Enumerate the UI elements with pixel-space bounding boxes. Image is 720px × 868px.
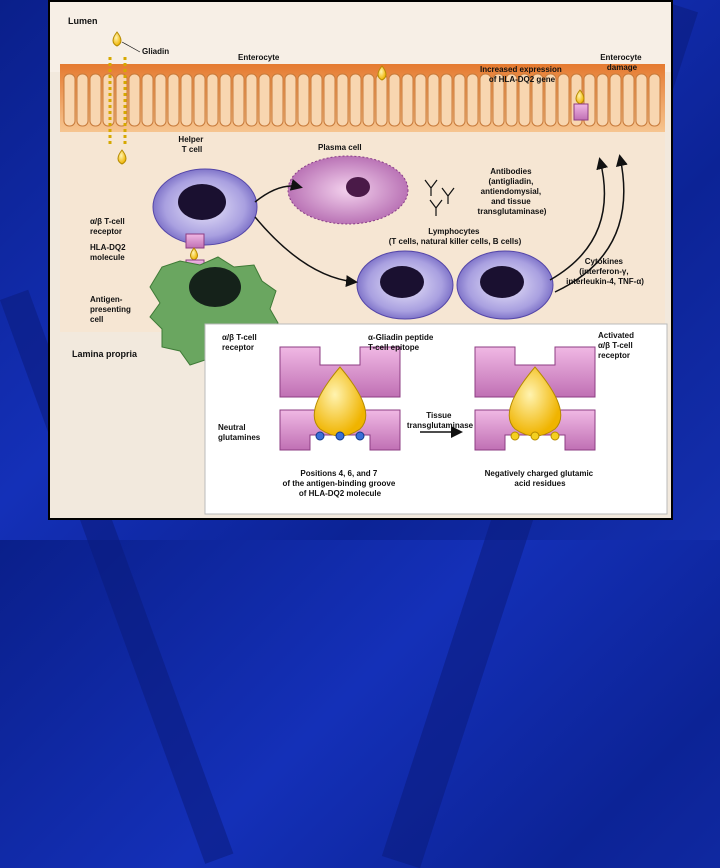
apc-label: Antigen- presenting cell [90, 295, 133, 324]
enterocyte-cell [596, 73, 609, 127]
lymphocyte-nucleus [380, 266, 424, 298]
enterocyte-cell [154, 73, 167, 127]
helper-t-cell-nucleus [178, 184, 226, 220]
leader-line [121, 41, 141, 53]
lamina-propria-label: Lamina propria [72, 349, 138, 359]
enterocyte-cell [466, 73, 479, 127]
enterocyte-cell [271, 73, 284, 127]
lumen-label: Lumen [68, 16, 98, 26]
enterocyte-cell [544, 73, 557, 127]
enterocyte-cell [167, 73, 180, 127]
enterocyte-cell [388, 73, 401, 127]
tcell-receptor-shape [185, 233, 205, 249]
enterocyte-damage-label: Enterocyte damage [600, 53, 644, 72]
enterocyte-cell [427, 73, 440, 127]
glutamic-acid-dots [510, 431, 560, 441]
lymphocytes-label: Lymphocytes (T cells, natural killer cel… [389, 227, 522, 246]
activated-receptor-label: Activated α/β T-cell receptor [598, 331, 636, 360]
negative-glutamic-label: Negatively charged glutamic acid residue… [485, 469, 596, 488]
gliadin-drop-icon [377, 65, 387, 81]
enterocyte-cell [245, 73, 258, 127]
plasma-cell-label: Plasma cell [318, 143, 362, 152]
antibody-icon [424, 179, 455, 216]
positions-label: Positions 4, 6, and 7 of the antigen-bin… [282, 469, 397, 498]
tcell-receptor-label: α/β T-cell receptor [90, 217, 127, 236]
enterocyte-cell [141, 73, 154, 127]
enterocyte-label: Enterocyte [238, 53, 280, 62]
enterocyte-cell [414, 73, 427, 127]
diagram-canvas: Lumen Gliadin Enterocyte Increased expre… [50, 2, 671, 515]
enterocyte-cell [323, 73, 336, 127]
neutral-glutamines-label: Neutral glutamines [218, 423, 261, 442]
enterocyte-cell [63, 73, 76, 127]
gliadin-label: Gliadin [142, 47, 169, 56]
gliadin-peptide-label: α-Gliadin peptide T-cell epitope [368, 333, 436, 352]
enterocyte-cell [479, 73, 492, 127]
lymphocyte-nucleus [480, 266, 524, 298]
enterocyte-cell [206, 73, 219, 127]
enterocyte-cell [609, 73, 622, 127]
enterocyte-cell [518, 73, 531, 127]
arrow-to-enterocyte [549, 157, 609, 281]
hla-receptor-enterocyte [573, 103, 589, 121]
enterocyte-cell [622, 73, 635, 127]
enterocyte-cell [401, 73, 414, 127]
apc-nucleus [189, 267, 241, 307]
enterocyte-cell [557, 73, 570, 127]
enterocyte-cell [648, 73, 661, 127]
plasma-cell-nucleus [346, 177, 370, 197]
gliadin-drop-icon [112, 31, 122, 47]
arrow-to-lymphocytes [254, 216, 358, 288]
antibodies-label: Antibodies (antigliadin, antiendomysial,… [478, 167, 547, 216]
tissue-tg-label: Tissue transglutaminase [407, 411, 474, 430]
helper-t-label: Helper T cell [178, 135, 205, 154]
enterocyte-cell [440, 73, 453, 127]
lumen-region [50, 2, 671, 72]
enterocyte-cell [310, 73, 323, 127]
enterocyte-cell [531, 73, 544, 127]
enterocyte-cell [453, 73, 466, 127]
enterocyte-cell [505, 73, 518, 127]
enterocyte-cell [128, 73, 141, 127]
gliadin-drop-icon [117, 149, 127, 165]
enterocyte-cell [232, 73, 245, 127]
enterocyte-cell [219, 73, 232, 127]
enterocyte-cell [258, 73, 271, 127]
arrow-to-enterocyte [554, 154, 628, 293]
hla-molecule-label: HLA-DQ2 molecule [90, 243, 128, 262]
enterocyte-cell [76, 73, 89, 127]
enterocyte-cell [635, 73, 648, 127]
enterocyte-cell [89, 73, 102, 127]
enterocyte-cell [336, 73, 349, 127]
enterocyte-cell [180, 73, 193, 127]
arrow-to-plasma [254, 179, 303, 203]
enterocyte-cell [297, 73, 310, 127]
enterocyte-cell [362, 73, 375, 127]
enterocyte-row [63, 73, 661, 127]
enterocyte-cell [375, 73, 388, 127]
inset-receptor-label: α/β T-cell receptor [222, 333, 259, 352]
hla-expression-label: Increased expression of HLA-DQ2 gene [480, 65, 564, 84]
enterocyte-cell [349, 73, 362, 127]
neutral-glutamine-dots [315, 431, 365, 441]
celiac-pathogenesis-figure: Lumen Gliadin Enterocyte Increased expre… [48, 0, 673, 520]
cytokines-label: Cytokines (interferon-γ, interleukin-4, … [566, 257, 644, 286]
enterocyte-cell [193, 73, 206, 127]
enterocyte-cell [492, 73, 505, 127]
enterocyte-cell [284, 73, 297, 127]
